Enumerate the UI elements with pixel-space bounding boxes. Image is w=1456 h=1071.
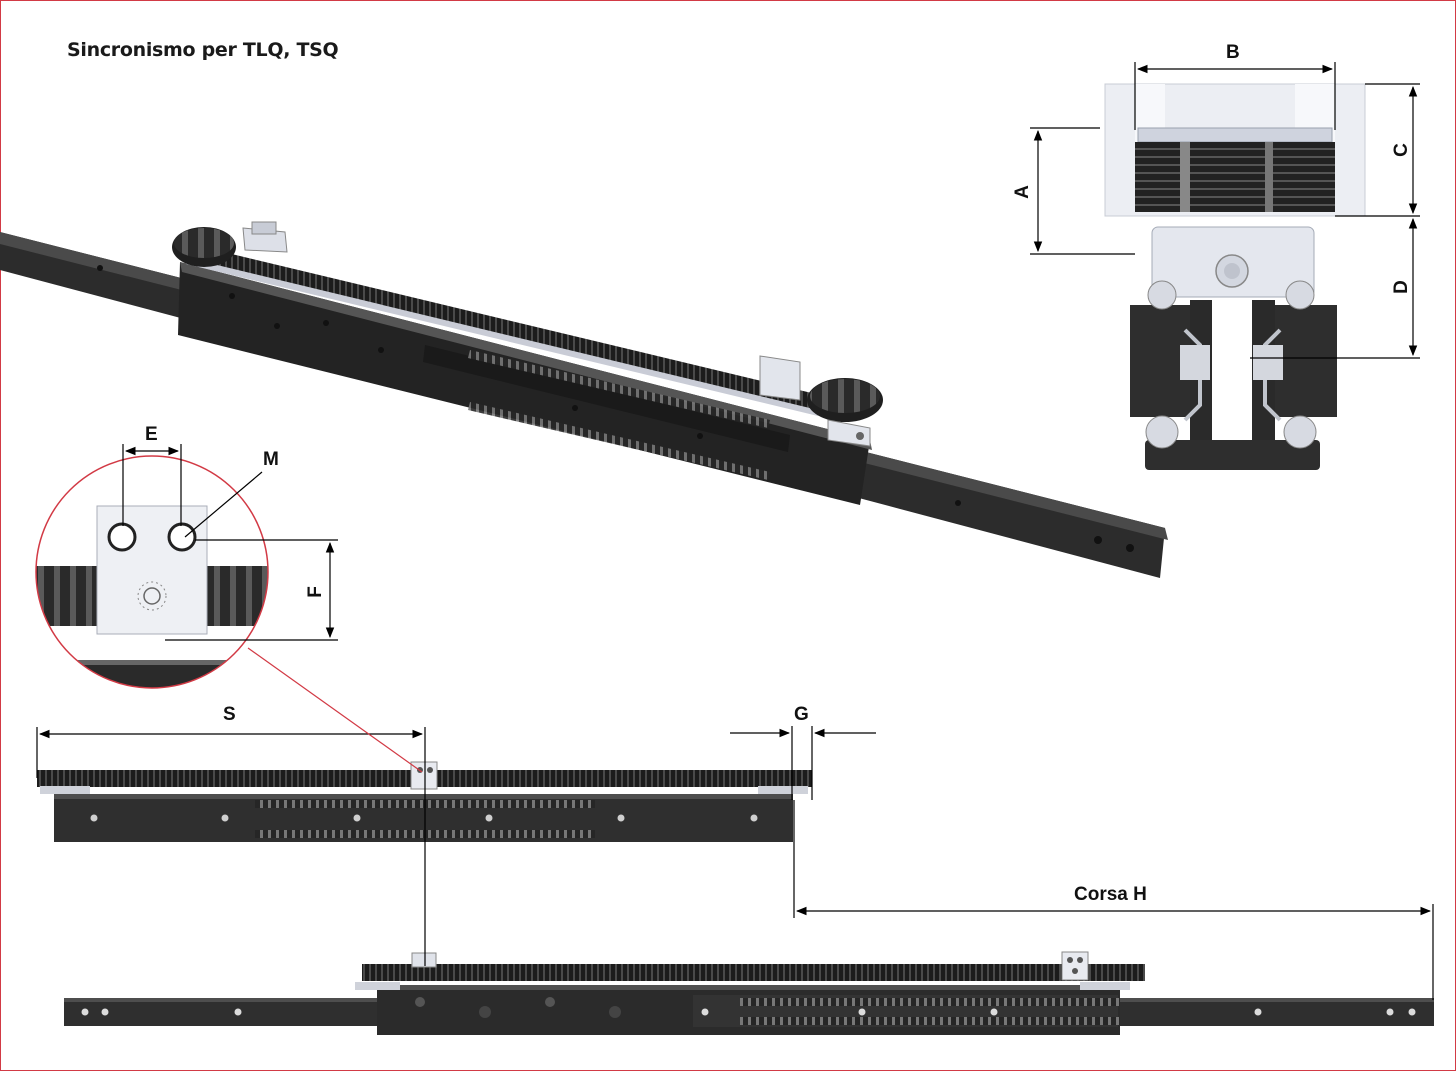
detail-circle bbox=[35, 455, 269, 689]
label-g: G bbox=[794, 704, 809, 725]
label-a: A bbox=[1012, 185, 1033, 199]
page-title: Sincronismo per TLQ, TSQ bbox=[67, 39, 339, 61]
label-f: F bbox=[305, 586, 326, 598]
label-c: C bbox=[1391, 143, 1412, 157]
label-m: M bbox=[263, 449, 279, 470]
label-s: S bbox=[223, 704, 236, 725]
label-e: E bbox=[145, 424, 158, 445]
label-d: D bbox=[1391, 280, 1412, 294]
dimension-labels: B A C D E M F S G Corsa H bbox=[145, 42, 1412, 905]
label-b: B bbox=[1226, 42, 1240, 63]
dimension-lines bbox=[36, 62, 1434, 1000]
side-view-extended bbox=[64, 951, 1434, 1035]
isometric-rail-view bbox=[0, 221, 1168, 578]
cross-section-view bbox=[1104, 83, 1366, 470]
label-stroke: Corsa H bbox=[1074, 884, 1147, 905]
